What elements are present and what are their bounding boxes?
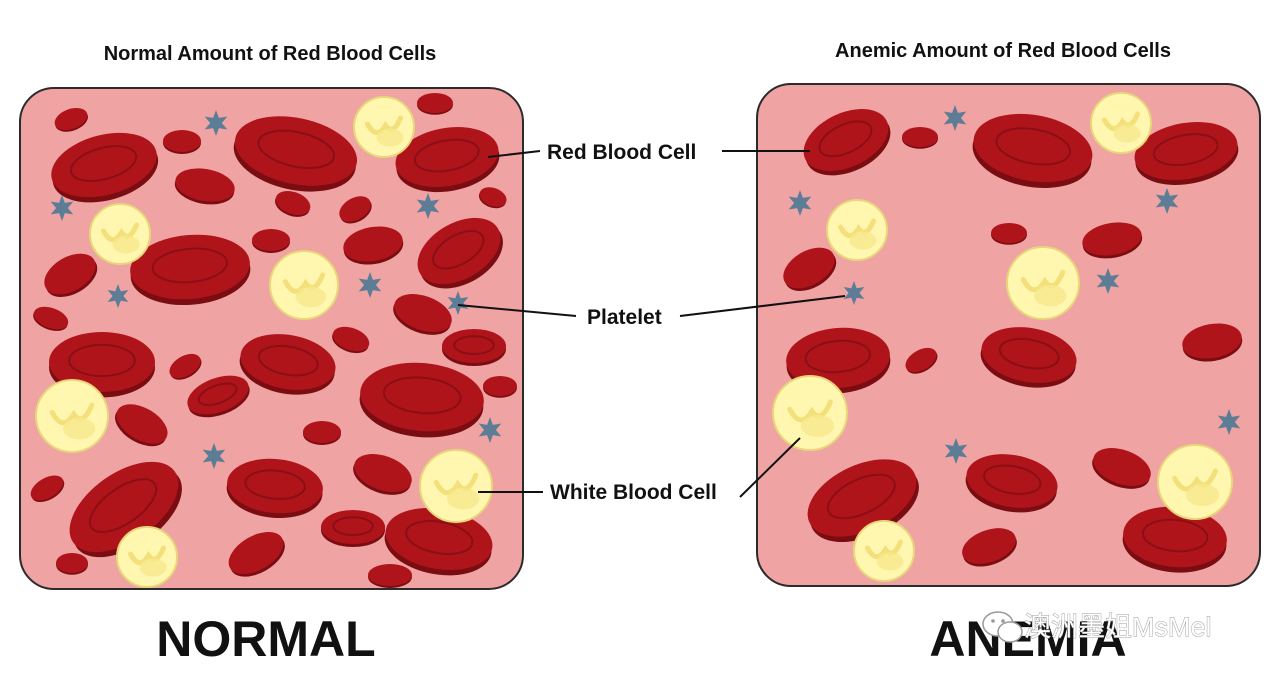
platelet [447, 291, 469, 315]
red-blood-cell [321, 510, 385, 548]
red-blood-cell [980, 327, 1077, 388]
red-blood-cell [174, 168, 235, 205]
red-blood-cell [902, 127, 938, 149]
platelet [107, 284, 129, 308]
anemia-panel-title: Anemic Amount of Red Blood Cells [835, 40, 1171, 62]
red-blood-cell [339, 196, 372, 224]
red-blood-cell [783, 247, 837, 291]
red-blood-cell [228, 531, 285, 577]
platelet [788, 190, 812, 216]
red-blood-cell [1122, 506, 1227, 573]
red-blood-cell [395, 127, 500, 193]
red-blood-cell [478, 187, 507, 209]
red-blood-cell [905, 347, 938, 374]
white-blood-cell [269, 250, 339, 320]
white-blood-cell [1157, 444, 1233, 520]
red-blood-cell [368, 564, 412, 588]
red-blood-cell [417, 217, 503, 289]
callout-lines [457, 150, 846, 498]
platelet [1155, 188, 1179, 214]
red-blood-cell [1082, 222, 1143, 259]
wechat-icon [982, 611, 1023, 643]
red-blood-cell [483, 376, 517, 398]
red-blood-cell [252, 229, 290, 253]
red-blood-cell [187, 375, 250, 418]
red-blood-cell [49, 332, 155, 398]
red-blood-cell [163, 130, 201, 154]
white-blood-cell [772, 375, 848, 451]
platelet [943, 105, 967, 131]
platelet [944, 438, 968, 464]
normal-caption: NORMAL [156, 611, 375, 667]
anemia-caption: ANEMIA [929, 611, 1126, 667]
normal-cells-layer [30, 93, 517, 588]
red-blood-cell [130, 234, 251, 306]
red-blood-cell [1134, 121, 1239, 185]
white-blood-cell [1090, 92, 1152, 154]
platelet [204, 110, 228, 136]
red-blood-cell [69, 461, 182, 558]
platelet [1217, 409, 1241, 435]
red-blood-cell [393, 294, 452, 335]
platelet-leader-left [457, 304, 577, 317]
normal-panel-title: Normal Amount of Red Blood Cells [104, 43, 437, 65]
red-blood-cell [54, 107, 88, 132]
white-blood-cell [1006, 246, 1080, 320]
red-blood-cell [30, 475, 65, 503]
white-blood-cell [853, 520, 915, 582]
red-blood-cell-label: Red Blood Cell [547, 141, 696, 164]
red-blood-cell [51, 132, 159, 203]
red-blood-cell [56, 553, 88, 575]
red-cell-leader-left [487, 150, 541, 158]
red-blood-cell [962, 528, 1017, 567]
red-blood-cell [972, 113, 1093, 188]
platelet [478, 417, 502, 443]
red-blood-cell [442, 329, 506, 367]
red-blood-cell [233, 116, 358, 192]
white-blood-cell [419, 449, 493, 523]
platelet-leader-right [679, 295, 846, 317]
white-blood-cell [89, 203, 151, 265]
red-blood-cell [226, 458, 323, 519]
red-blood-cell [359, 362, 484, 438]
red-blood-cell [239, 334, 336, 395]
red-blood-cell [417, 93, 453, 115]
red-blood-cell [115, 404, 168, 447]
white-blood-cell [35, 379, 109, 453]
red-blood-cell [384, 508, 493, 576]
platelet [416, 193, 440, 219]
red-blood-cell [991, 223, 1027, 245]
red-blood-cell [169, 353, 202, 380]
red-blood-cell [343, 226, 404, 265]
white-blood-cell-label: White Blood Cell [550, 481, 717, 504]
white-blood-cell [353, 96, 415, 158]
white-blood-cell [826, 199, 888, 261]
red-blood-cell [1092, 448, 1151, 489]
watermark-text: 澳洲墨姐MsMel [1024, 612, 1212, 642]
red-blood-cell [274, 190, 311, 217]
red-blood-cell [33, 306, 69, 331]
white-blood-cell [116, 526, 178, 588]
platelet-label: Platelet [587, 306, 662, 329]
red-blood-cell [965, 454, 1058, 513]
red-blood-cell [1182, 323, 1243, 362]
platelet [50, 195, 74, 221]
anemia-cells-layer [772, 92, 1243, 582]
red-blood-cell [353, 454, 412, 495]
red-blood-cell [44, 253, 98, 297]
platelet [843, 281, 865, 305]
white-cell-leader-right [739, 437, 801, 498]
red-blood-cell [803, 109, 891, 176]
red-blood-cell [303, 421, 341, 445]
platelet [202, 443, 226, 469]
red-blood-cell [332, 326, 370, 354]
platelet [1096, 268, 1120, 294]
platelet [358, 272, 382, 298]
